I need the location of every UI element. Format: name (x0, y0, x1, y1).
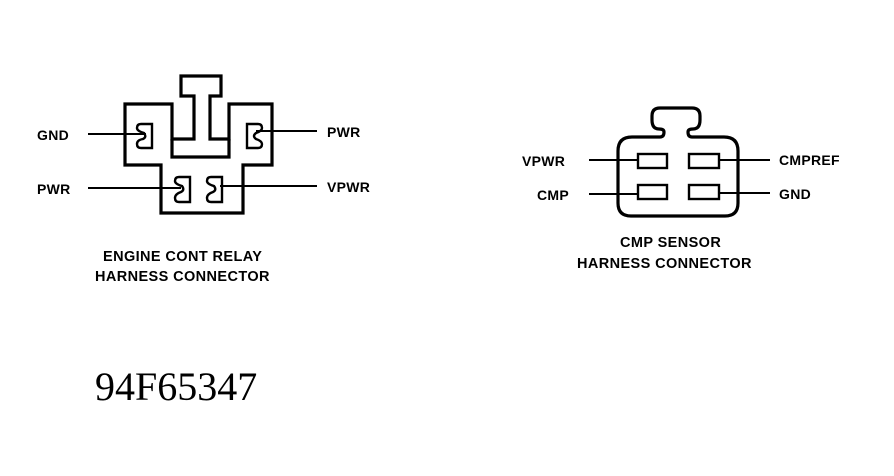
relay-caption-line-2: HARNESS CONNECTOR (95, 269, 270, 285)
cmp-connector-body (616, 106, 740, 218)
cmp-sensor-connector: VPWR CMPREF CMP GND CMP SENSOR HARNESS C… (522, 106, 840, 272)
label-gnd: GND (37, 127, 69, 143)
label-cmp-vpwr: VPWR (522, 153, 565, 169)
cmp-pin-cmp (636, 183, 669, 201)
label-cmp-cmpref: CMPREF (779, 152, 840, 168)
relay-pin-gnd (135, 122, 154, 150)
relay-connector-inner-recess (170, 139, 231, 159)
engine-cont-relay-connector: GND PWR PWR VPWR ENGINE CONT RELAY HARNE… (37, 74, 370, 285)
relay-pin-pwr-bottom (173, 175, 192, 204)
label-cmp-cmp: CMP (537, 187, 569, 203)
relay-pin-vpwr (205, 175, 224, 204)
label-vpwr: VPWR (327, 179, 370, 195)
label-pwr-top: PWR (327, 124, 361, 140)
figure-id: 94F65347 (95, 364, 257, 409)
cmp-pin-gnd (687, 183, 721, 201)
cmp-pin-cmpref (687, 152, 721, 170)
label-pwr-bottom: PWR (37, 181, 71, 197)
cmp-caption-line-2: HARNESS CONNECTOR (577, 256, 752, 272)
cmp-caption-line-1: CMP SENSOR (620, 235, 721, 251)
relay-connector-body (123, 74, 274, 215)
label-cmp-gnd: GND (779, 186, 811, 202)
relay-caption-line-1: ENGINE CONT RELAY (103, 249, 262, 265)
relay-pin-pwr-top (245, 122, 264, 150)
cmp-pin-vpwr (636, 152, 669, 170)
